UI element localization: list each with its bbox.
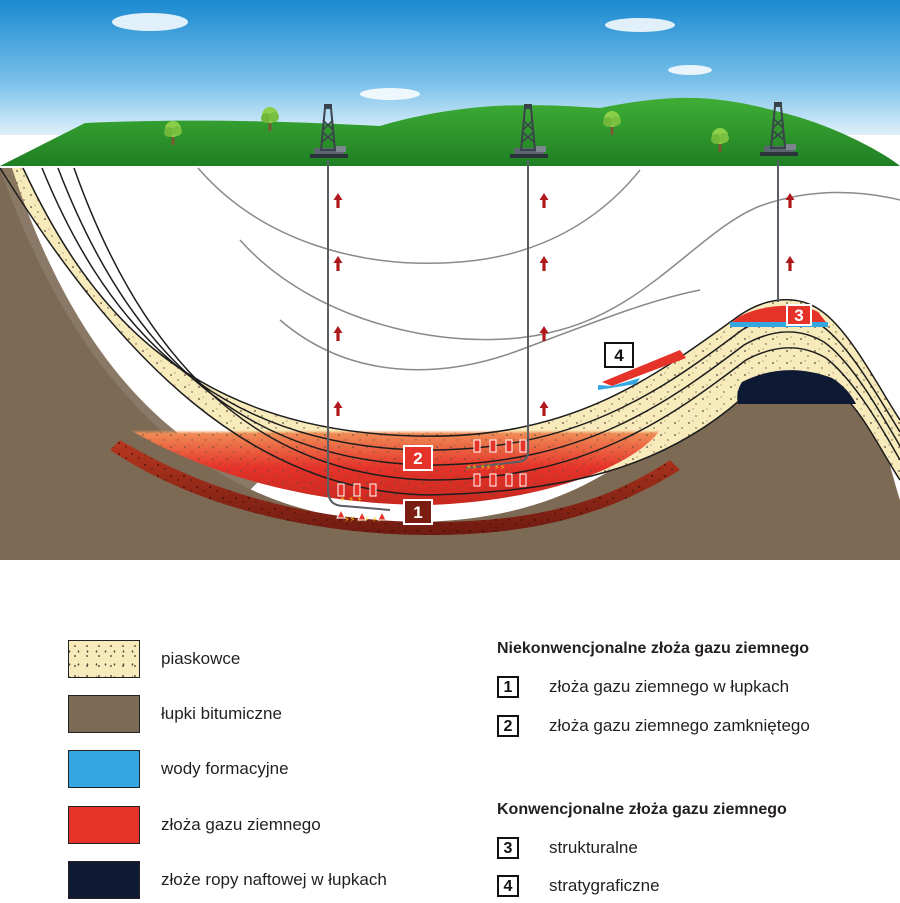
legend-label: piaskowce (161, 649, 241, 668)
fracture-symbols: ⚡⚡ ⚡⚡ ⚡⚡ ⚡ ⚡ ⚡ ⚡⚡ ⚡⚡ ⚡⚡ (336, 439, 527, 524)
marker-2: 2 (403, 445, 433, 471)
legend-label: wody formacyjne (161, 759, 289, 778)
deposit-label: złoża gazu ziemnego zamkniętego (549, 716, 810, 735)
legend-label: złoże ropy naftowej w łupkach (161, 870, 387, 889)
deposit-label: strukturalne (549, 838, 638, 857)
unconventional-title: Niekonwencjonalne złoża gazu ziemnego (497, 640, 810, 657)
wells (327, 160, 779, 511)
clouds (112, 13, 712, 100)
marker-3: 3 (786, 304, 812, 326)
oil-swatch (68, 861, 140, 899)
shale-swatch (68, 695, 140, 733)
svg-text:⚡⚡ ⚡⚡ ⚡⚡: ⚡⚡ ⚡⚡ ⚡⚡ (466, 463, 505, 472)
gas-swatch (68, 806, 140, 844)
ground-surface (0, 97, 900, 166)
number-box: 4 (497, 875, 519, 897)
svg-text:4: 4 (614, 346, 624, 365)
svg-text:3: 3 (794, 306, 803, 325)
legend-label: łupki bitumiczne (161, 704, 282, 723)
deposit-label: złoża gazu ziemnego w łupkach (549, 677, 790, 696)
number-box: 3 (497, 837, 519, 859)
sandstone-swatch (68, 640, 140, 678)
number-box: 2 (497, 715, 519, 737)
svg-text:⚡ ⚡ ⚡: ⚡ ⚡ ⚡ (340, 495, 362, 504)
overburden-lines (197, 167, 900, 371)
water-swatch (68, 750, 140, 788)
marker-4: 4 (604, 342, 634, 368)
marker-1: 1 (403, 499, 433, 525)
svg-text:2: 2 (413, 449, 422, 468)
cross-section-diagram: ⚡⚡ ⚡⚡ ⚡⚡ ⚡ ⚡ ⚡ ⚡⚡ ⚡⚡ ⚡⚡ 1 2 3 4 (0, 0, 900, 560)
deposit-label: stratygraficzne (549, 876, 660, 895)
conventional-title: Konwencjonalne złoża gazu ziemnego (497, 801, 787, 818)
legend-label: złoża gazu ziemnego (161, 815, 321, 834)
svg-text:1: 1 (413, 503, 422, 522)
number-box: 1 (497, 676, 519, 698)
diagram-markers: 1 2 3 4 (403, 304, 812, 525)
